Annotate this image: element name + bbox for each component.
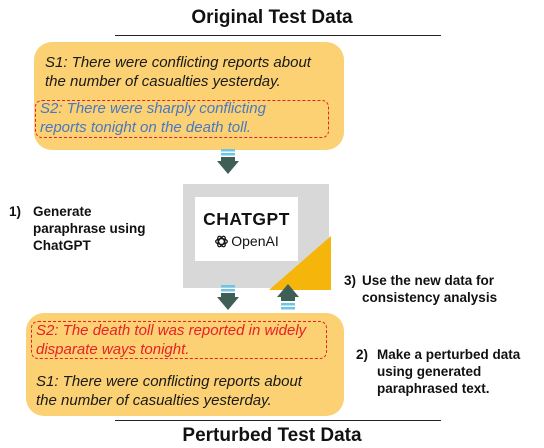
frame-corner-triangle: [269, 236, 331, 290]
step-1-line-1: Generate: [33, 204, 92, 219]
original-s2-highlight-box: [35, 100, 329, 138]
perturbed-s2-highlight-box: [31, 321, 327, 359]
step-3-number: 3): [344, 273, 357, 288]
openai-icon: [215, 235, 229, 248]
original-s2-line-1: S2: There were sharply conflicting: [40, 100, 266, 117]
down-arrow-icon: [217, 285, 239, 310]
perturbed-test-data-heading: Perturbed Test Data: [182, 425, 362, 446]
original-test-data-heading: Original Test Data: [191, 7, 353, 28]
down-arrow-icon: [217, 149, 239, 174]
chatgpt-logo-card: CHATGPT OpenAI: [195, 197, 298, 261]
step-1-number: 1): [9, 204, 22, 219]
perturbed-data-panel: [26, 313, 344, 416]
perturbed-s1-line-2: the number of casualties yesterday.: [36, 392, 272, 409]
step-3-line-1: Use the new data for: [362, 273, 495, 288]
original-s1-line-2: the number of casualties yesterday.: [45, 73, 281, 90]
original-s2-line-2: reports tonight on the death toll.: [40, 119, 251, 136]
perturbed-s1-line-1: S1: There were conflicting reports about: [36, 373, 302, 390]
step-1-line-3: ChatGPT: [33, 238, 91, 253]
step-2-line-2: using generated: [377, 364, 482, 379]
step-2-line-3: paraphrased text.: [377, 381, 490, 396]
original-s1-line-1: S1: There were conflicting reports about: [45, 54, 311, 71]
chatgpt-wordmark: CHATGPT: [203, 209, 290, 229]
step-1-line-2: paraphrase using: [33, 221, 146, 236]
step-2-number: 2): [356, 347, 369, 362]
original-data-panel: [34, 42, 344, 150]
step-2-line-1: Make a perturbed data: [377, 347, 521, 362]
perturbed-s2-line-2: disparate ways tonight.: [36, 341, 190, 358]
perturbed-s2-line-1: S2: The death toll was reported in widel…: [36, 322, 307, 339]
openai-wordmark: OpenAI: [195, 233, 298, 249]
bottom-divider: [115, 420, 441, 421]
openai-label: OpenAI: [231, 233, 279, 249]
step-1-label: 1) Generate paraphrase using ChatGPT: [9, 203, 169, 257]
step-2-label: 2) Make a perturbed data using generated…: [356, 346, 544, 400]
step-3-line-2: consistency analysis: [362, 290, 498, 305]
up-arrow-icon: [277, 284, 299, 310]
step-3-label: 3) Use the new data for consistency anal…: [344, 272, 544, 308]
top-divider: [115, 35, 441, 36]
chatgpt-frame: CHATGPT OpenAI: [183, 184, 329, 288]
